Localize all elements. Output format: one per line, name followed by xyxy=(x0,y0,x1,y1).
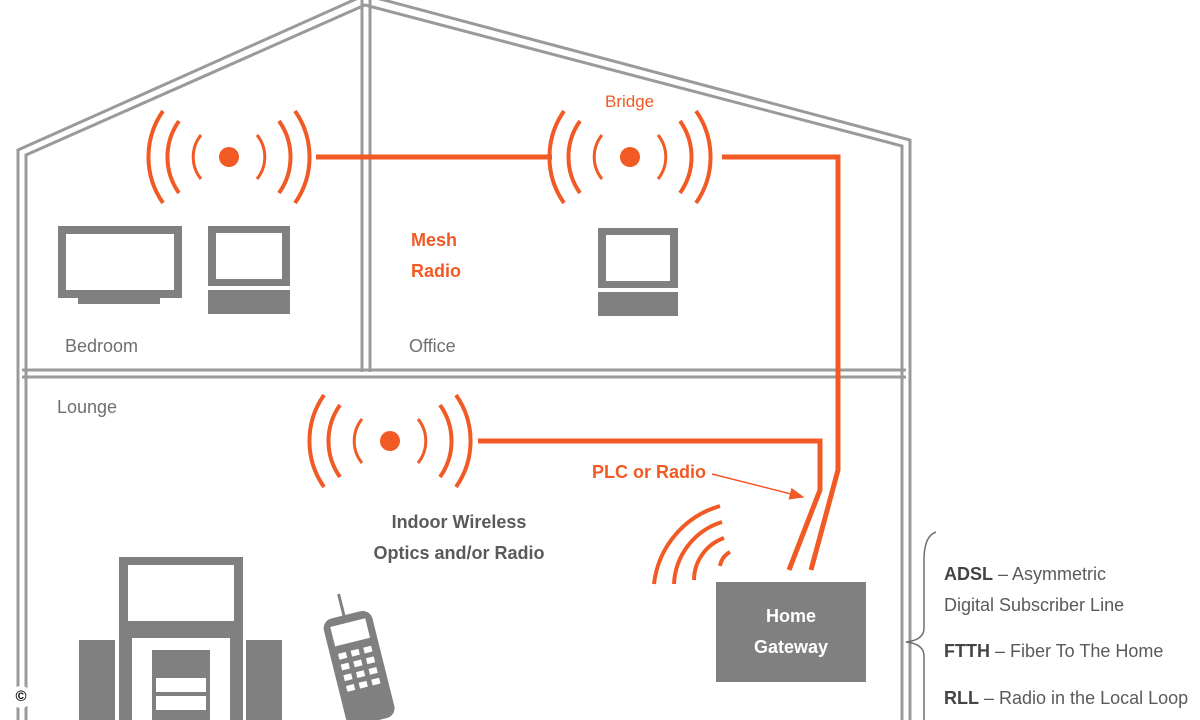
cordless-phone-icon xyxy=(323,593,395,720)
home-gateway-box xyxy=(716,582,866,682)
radio-node-icon xyxy=(146,109,312,205)
computer-icon xyxy=(598,228,678,316)
computer-icon xyxy=(208,226,290,314)
mesh-label-line2: Radio xyxy=(411,261,461,281)
copyright-icon: © xyxy=(10,686,32,708)
indoor-label-line2: Optics and/or Radio xyxy=(373,543,544,563)
stereo-icon xyxy=(79,557,282,720)
connection-lines xyxy=(316,154,841,571)
legend-rll: RLL – Radio in the Local Loop xyxy=(944,688,1188,708)
plc-label: PLC or Radio xyxy=(592,462,706,482)
gateway-label-line2: Gateway xyxy=(754,637,828,657)
radio-node-icon xyxy=(547,109,713,205)
legend-bracket xyxy=(905,531,937,720)
plc-arrow xyxy=(711,473,805,500)
room-label-office: Office xyxy=(409,336,456,356)
legend-adsl-line2: Digital Subscriber Line xyxy=(944,595,1124,615)
room-label-bedroom: Bedroom xyxy=(65,336,138,356)
radio-node-icon xyxy=(307,393,473,489)
legend-adsl: ADSL – Asymmetric xyxy=(944,564,1106,584)
tv-icon xyxy=(58,226,182,304)
room-label-lounge: Lounge xyxy=(57,397,117,417)
wifi-waves-icon xyxy=(652,504,732,585)
house-walls xyxy=(16,0,912,720)
bridge-label: Bridge xyxy=(605,92,654,111)
gateway-label-line1: Home xyxy=(766,606,816,626)
mesh-label-line1: Mesh xyxy=(411,230,457,250)
indoor-label-line1: Indoor Wireless xyxy=(392,512,527,532)
legend-ftth: FTTH – Fiber To The Home xyxy=(944,641,1163,661)
